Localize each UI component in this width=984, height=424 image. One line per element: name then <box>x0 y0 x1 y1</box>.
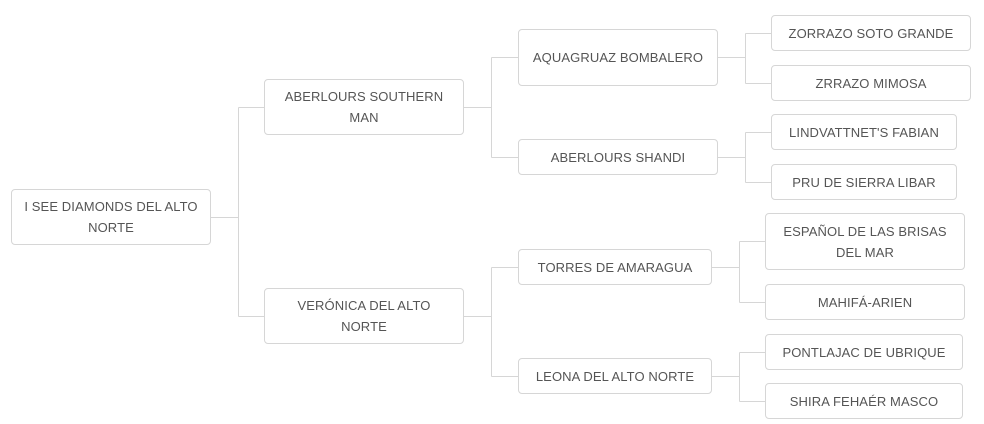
connector-sire <box>464 57 518 158</box>
connector-sire-sire <box>718 33 771 84</box>
pedigree-node-sire-dam[interactable]: ABERLOURS SHANDI <box>518 139 718 175</box>
pedigree-node-sire-sire-sire[interactable]: ZORRAZO SOTO GRANDE <box>771 15 971 51</box>
pedigree-node-sire-dam-dam[interactable]: PRU DE SIERRA LIBAR <box>771 164 957 200</box>
node-label: LEONA DEL ALTO NORTE <box>535 368 695 384</box>
pedigree-node-dam-sire[interactable]: TORRES DE AMARAGUA <box>518 249 712 285</box>
node-label: MAHIFÁ-ARIEN <box>817 294 913 310</box>
node-label: PONTLAJAC DE UBRIQUE <box>782 344 946 360</box>
connector-dam <box>464 267 518 377</box>
node-label: LINDVATTNET'S FABIAN <box>789 124 939 140</box>
pedigree-node-dam-sire-dam[interactable]: MAHIFÁ-ARIEN <box>765 284 965 320</box>
node-label: ZORRAZO SOTO GRANDE <box>788 25 954 41</box>
pedigree-node-dam-sire-sire[interactable]: ESPAÑOL DE LAS BRISAS DEL MAR <box>765 213 965 270</box>
pedigree-node-subject[interactable]: I SEE DIAMONDS DEL ALTO NORTE <box>11 189 211 245</box>
pedigree-node-sire-sire-dam[interactable]: ZRRAZO MIMOSA <box>771 65 971 101</box>
node-label: ZRRAZO MIMOSA <box>815 75 927 91</box>
pedigree-node-sire-sire[interactable]: AQUAGRUAZ BOMBALERO <box>518 29 718 86</box>
node-label: I SEE DIAMONDS DEL ALTO NORTE <box>24 199 198 235</box>
node-label: SHIRA FEHAÉR MASCO <box>789 393 939 409</box>
node-label: AQUAGRUAZ BOMBALERO <box>532 50 704 65</box>
pedigree-node-dam-dam[interactable]: LEONA DEL ALTO NORTE <box>518 358 712 394</box>
node-label: TORRES DE AMARAGUA <box>537 259 693 275</box>
pedigree-node-dam[interactable]: VERÓNICA DEL ALTO NORTE <box>264 288 464 344</box>
pedigree-node-dam-dam-dam[interactable]: SHIRA FEHAÉR MASCO <box>765 383 963 419</box>
node-label: ESPAÑOL DE LAS BRISAS DEL MAR <box>783 223 947 260</box>
pedigree-node-sire-dam-sire[interactable]: LINDVATTNET'S FABIAN <box>771 114 957 150</box>
connector-dam-dam <box>712 352 765 402</box>
connector-sire-dam <box>718 132 771 183</box>
node-label: ABERLOURS SHANDI <box>550 149 686 165</box>
connector-root <box>211 107 264 317</box>
node-label: VERÓNICA DEL ALTO NORTE <box>297 298 431 334</box>
connector-dam-sire <box>712 241 765 303</box>
node-label: ABERLOURS SOUTHERN MAN <box>284 89 444 125</box>
node-label: PRU DE SIERRA LIBAR <box>792 174 936 190</box>
pedigree-node-sire[interactable]: ABERLOURS SOUTHERN MAN <box>264 79 464 135</box>
pedigree-node-dam-dam-sire[interactable]: PONTLAJAC DE UBRIQUE <box>765 334 963 370</box>
